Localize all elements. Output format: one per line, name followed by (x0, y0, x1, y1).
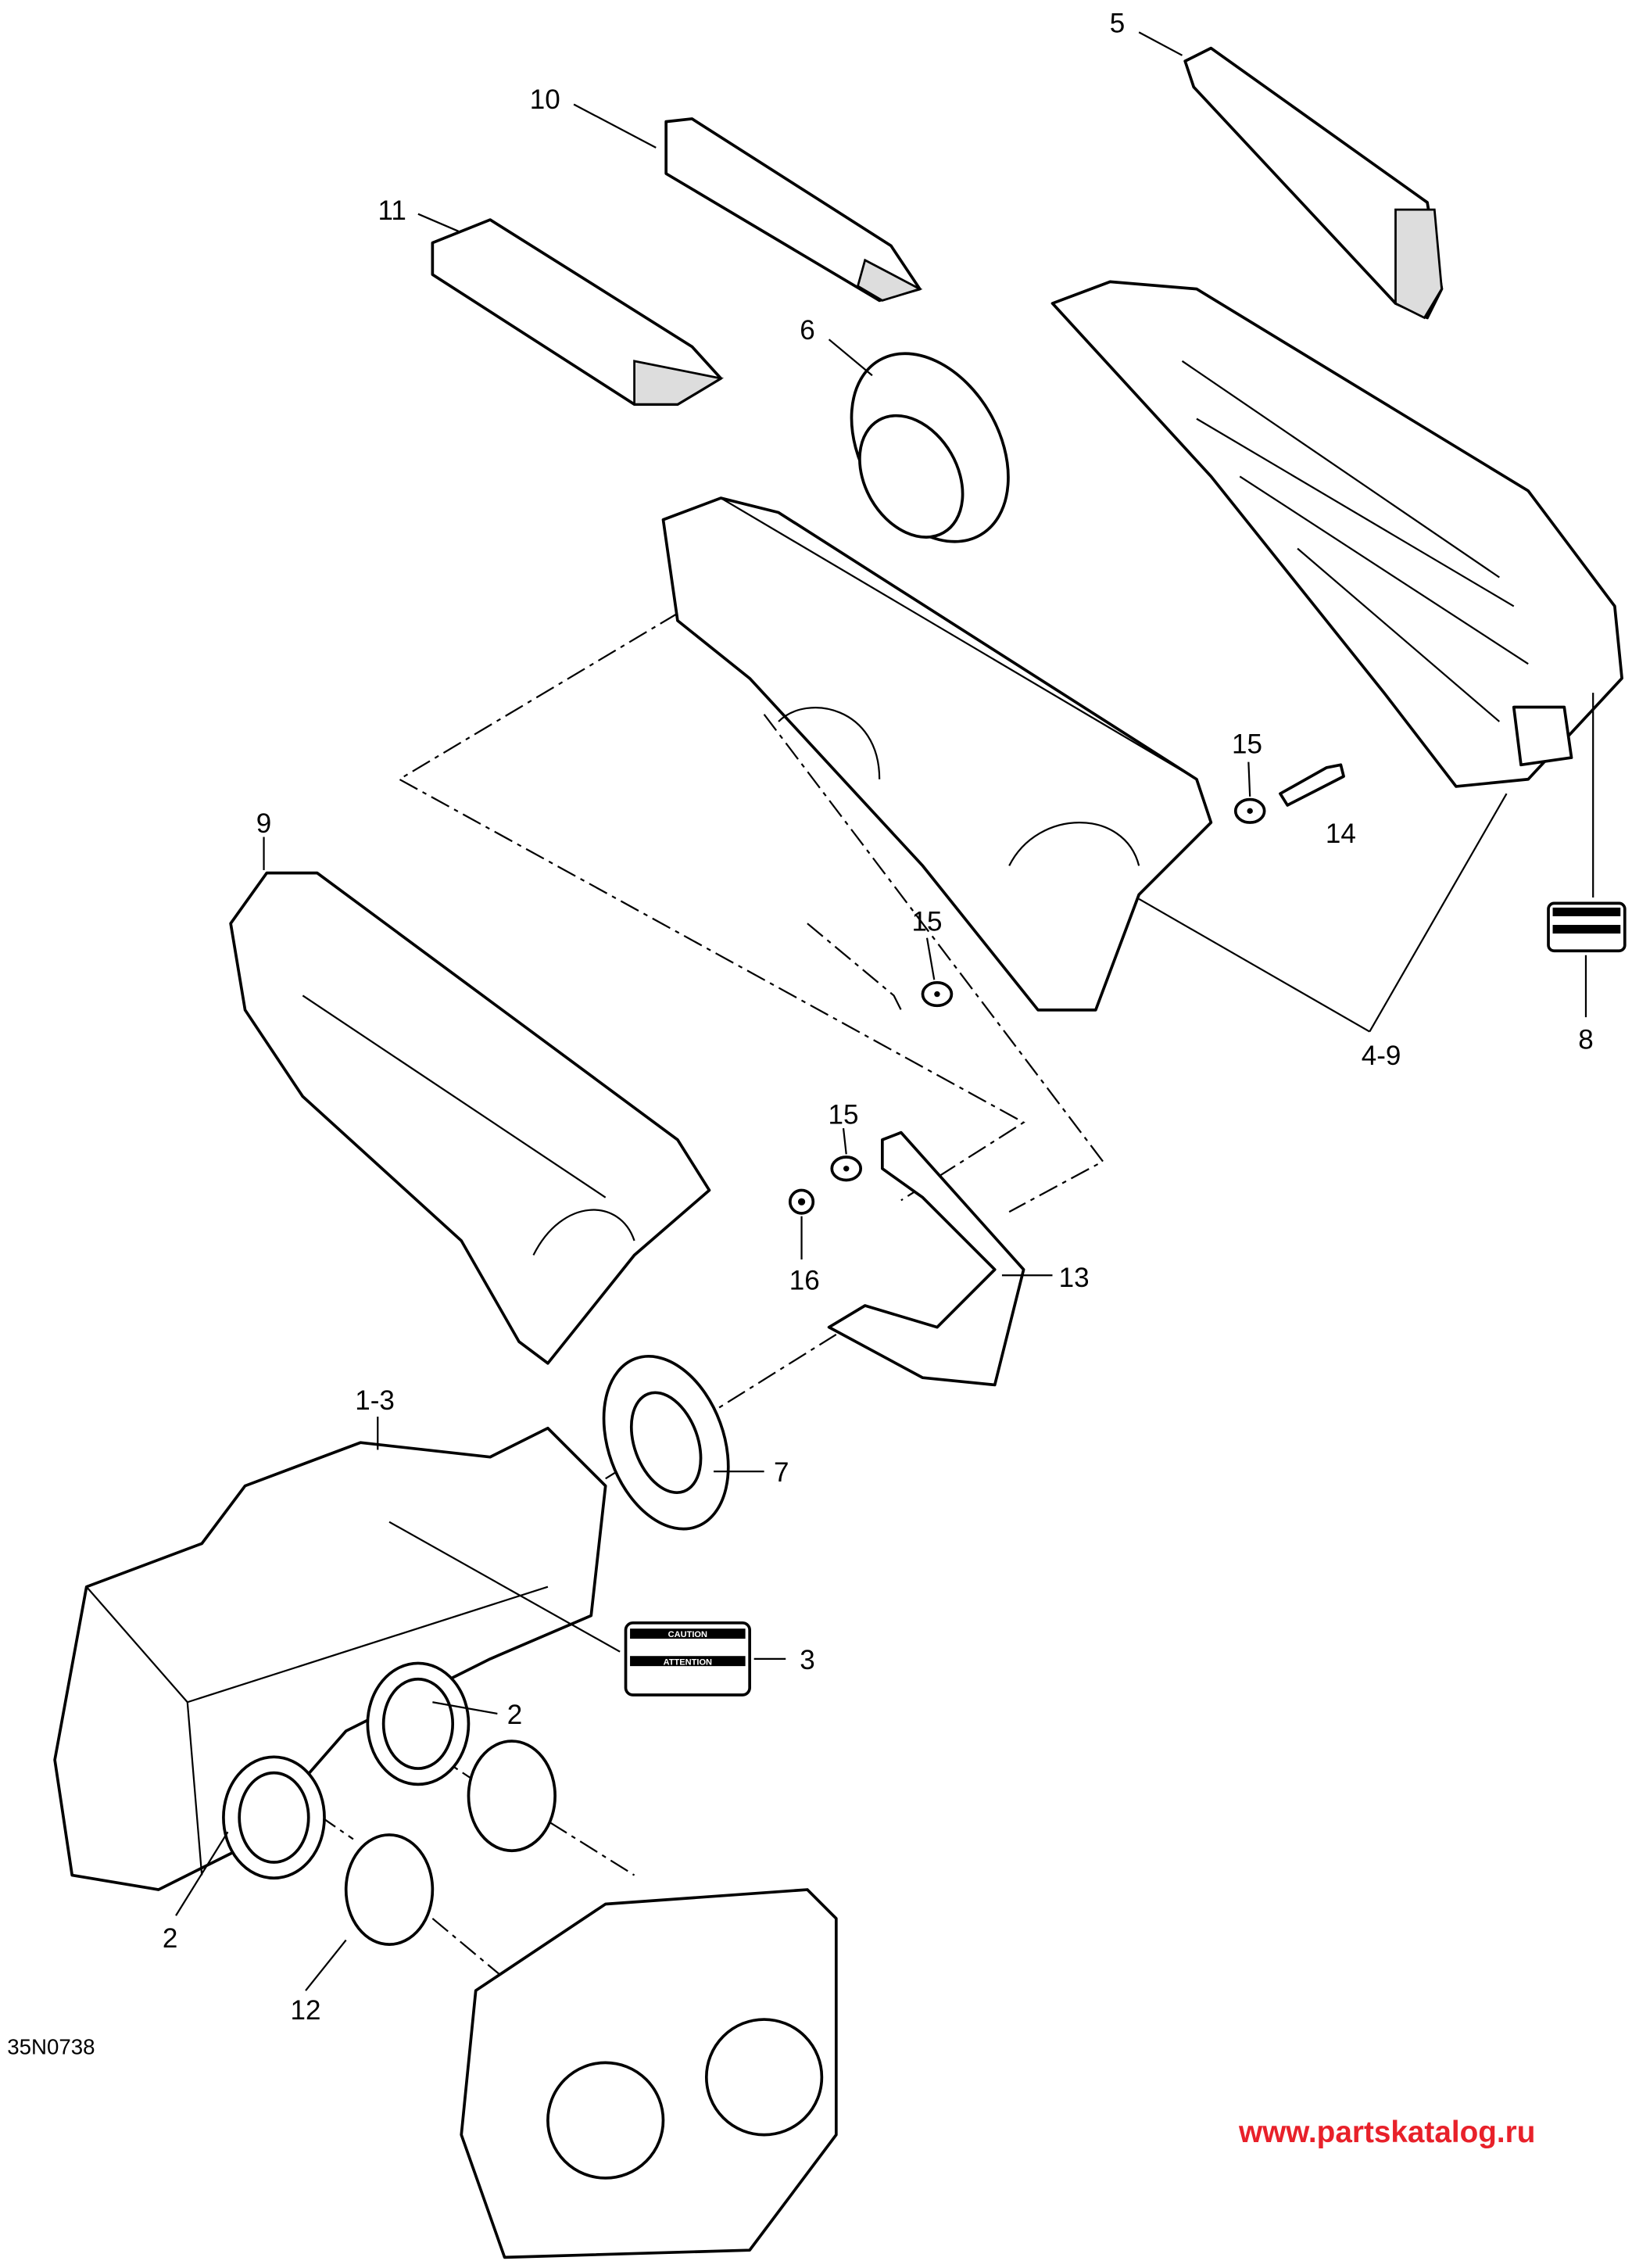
part-9-filter (229, 871, 711, 1365)
callout-8: 8 (1578, 1025, 1593, 1055)
callout-12: 12 (291, 1995, 321, 2026)
callout-2: 2 (163, 1923, 177, 1954)
callout-5: 5 (1110, 8, 1125, 38)
part-12-clamps (344, 1740, 557, 1946)
callout-11: 11 (378, 195, 406, 226)
callout-4-9: 4-9 (1362, 1041, 1401, 1071)
callouts: 5 10 11 6 15 14 9 15 4-9 8 15 16 13 1-3 … (163, 8, 1594, 2026)
callout-15: 15 (912, 906, 943, 937)
part-4-9-housing (661, 496, 1213, 1012)
part-7-seal-ring (602, 1354, 730, 1531)
part-6-rubber-boot (850, 352, 1010, 543)
decal-3-line1: CAUTION (668, 1630, 707, 1639)
part-1-3-airbox (53, 1426, 607, 1891)
decal-3-line2: ATTENTION (664, 1657, 712, 1667)
hardware (788, 763, 1345, 1215)
carburetors (460, 1888, 838, 2259)
part-10-foam (664, 117, 923, 303)
callout-7: 7 (774, 1457, 789, 1488)
callout-1-3: 1-3 (355, 1385, 395, 1416)
callout-3: 3 (800, 1645, 814, 1675)
watermark: www.partskatalog.ru (1238, 2116, 1535, 2149)
callout-2: 2 (507, 1700, 522, 1730)
part-5-foam (1183, 46, 1444, 320)
decal-3: CAUTION ATTENTION (624, 1621, 751, 1697)
callout-6: 6 (800, 315, 814, 346)
callout-9: 9 (256, 808, 271, 839)
callout-16: 16 (789, 1266, 820, 1296)
decal-8 (1547, 901, 1627, 953)
part-13-bracket (827, 1130, 1025, 1387)
callout-14: 14 (1326, 819, 1356, 849)
part-4-9-cover (1050, 280, 1623, 788)
callout-10: 10 (530, 84, 560, 115)
drawing-code: 35N0738 (7, 2034, 95, 2058)
part-11-foam (431, 218, 725, 407)
callout-13: 13 (1059, 1263, 1090, 1293)
callout-15: 15 (829, 1100, 859, 1130)
leader-lines (175, 31, 1594, 1991)
callout-15: 15 (1232, 729, 1262, 760)
